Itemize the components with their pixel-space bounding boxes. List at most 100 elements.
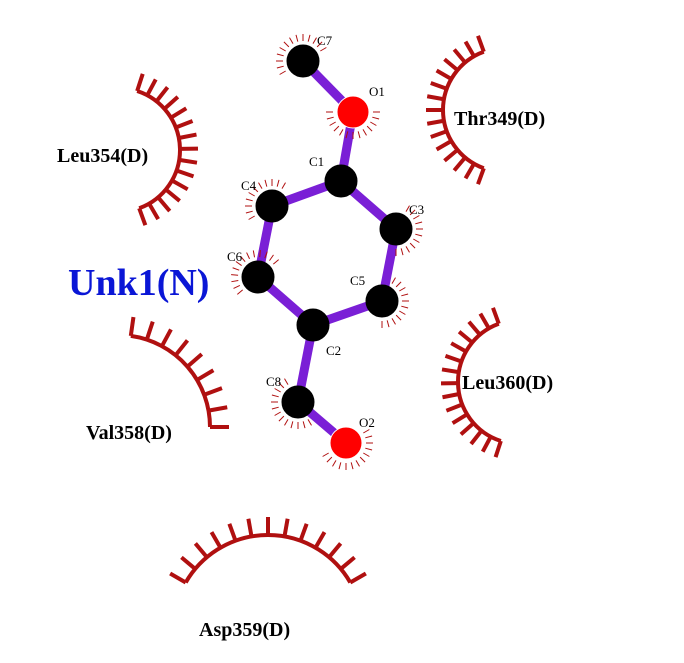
hydrophobic-arc — [130, 333, 212, 428]
atom-o1 — [336, 95, 370, 129]
hydrophobic-spoke — [442, 392, 460, 400]
atom-c7 — [286, 44, 320, 78]
contact-hash-line — [289, 37, 294, 44]
hydrophobic-spoke — [463, 40, 476, 58]
atom-label-o2: O2 — [359, 415, 375, 430]
atom-c6 — [241, 260, 275, 294]
hydrophobic-spoke — [478, 312, 491, 330]
hydrophobic-spoke — [178, 132, 197, 140]
hydrophobic-spoke — [145, 78, 158, 97]
atom-contact-hashes — [231, 34, 423, 470]
contact-hash-line — [290, 421, 294, 429]
contact-hash-line — [405, 246, 410, 253]
contact-hash-line — [415, 221, 423, 225]
atom-c1 — [324, 164, 358, 198]
hydrophobic-spoke — [469, 429, 484, 446]
atom-label-c3: C3 — [409, 202, 424, 217]
hydrophobic-spoke — [227, 523, 238, 542]
contact-hash-line — [359, 456, 366, 463]
contact-hash-line — [279, 47, 286, 52]
residue-contact-5 — [169, 517, 367, 585]
hydrophobic-spoke — [144, 320, 155, 341]
hydrophobic-spoke — [435, 68, 453, 81]
contact-hash-line — [302, 421, 306, 429]
atom-label-c8: C8 — [266, 374, 281, 389]
hydrophobic-arc — [136, 89, 182, 211]
contact-hash-line — [345, 131, 349, 139]
contact-hash-c5 — [381, 277, 409, 328]
hydrophobic-spoke — [208, 405, 228, 413]
hydrophobic-spoke — [450, 341, 467, 354]
hydrophobic-spoke — [463, 162, 476, 180]
atom-c3 — [379, 212, 413, 246]
hydrophobic-spoke — [327, 542, 343, 559]
hydrophobic-spoke — [282, 518, 290, 537]
hydrophobic-spoke — [175, 119, 194, 130]
hydrophobic-spoke — [156, 196, 172, 213]
hydrophobic-spoke — [457, 330, 474, 345]
contact-hash-line — [399, 310, 406, 315]
contact-hash-line — [259, 250, 261, 258]
contact-hash-line — [276, 65, 284, 69]
contact-hash-o1 — [326, 111, 380, 139]
contact-hash-line — [307, 419, 312, 426]
contact-hash-line — [400, 248, 404, 256]
contact-hash-line — [274, 388, 281, 393]
contact-hash-line — [338, 462, 342, 470]
contact-hash-line — [395, 314, 402, 321]
contact-hash-line — [231, 274, 239, 276]
contact-hash-line — [236, 289, 244, 295]
hydrophobic-spoke — [426, 94, 445, 102]
hydrophobic-spoke — [196, 368, 215, 382]
contact-hash-c4 — [245, 179, 286, 220]
contact-hash-line — [274, 411, 281, 416]
ligand-atoms — [241, 44, 413, 460]
atom-label-c6: C6 — [227, 249, 243, 264]
hydrophobic-spoke — [444, 354, 463, 364]
hydrophobic-spoke — [430, 129, 448, 139]
hydrophobic-spoke — [349, 571, 367, 585]
contact-hash-line — [333, 125, 340, 132]
contact-hash-line — [399, 287, 406, 292]
atom-c4 — [255, 189, 289, 223]
hydrophobic-spoke — [175, 168, 195, 179]
atom-label-c7: C7 — [317, 33, 333, 48]
contact-hash-line — [276, 53, 284, 57]
hydrophobic-spoke — [209, 531, 223, 549]
contact-hash-line — [391, 277, 396, 284]
contact-hash-line — [295, 34, 299, 42]
hydrophobic-spoke — [339, 555, 356, 571]
contact-hash-line — [322, 452, 329, 457]
residue-label: Leu354(D) — [57, 145, 148, 167]
hydrophobic-spoke — [430, 81, 448, 91]
atom-o2 — [329, 426, 363, 460]
hydrophobic-spoke — [186, 352, 204, 369]
residue-label: Asp359(D) — [199, 619, 290, 641]
contact-hash-line — [284, 419, 289, 426]
contact-hash-line — [264, 179, 268, 187]
contact-hash-line — [245, 210, 253, 214]
atom-label-o1: O1 — [369, 84, 385, 99]
hydrophobic-spoke — [480, 435, 493, 453]
hydrophobic-spoke — [459, 421, 475, 436]
contact-hash-o2 — [322, 429, 373, 470]
contact-hash-line — [281, 182, 286, 189]
hydrophobic-spoke — [147, 202, 160, 221]
contact-hash-line — [363, 452, 370, 457]
contact-hash-c3 — [395, 205, 423, 256]
residue-contact-1 — [426, 35, 486, 185]
contact-hash-line — [326, 456, 333, 463]
contact-hash-line — [316, 41, 323, 48]
contact-hash-line — [362, 129, 367, 136]
hydrophobic-spoke — [452, 156, 467, 172]
hydrophobic-spoke — [426, 118, 445, 126]
contact-hash-line — [248, 192, 255, 197]
hydrophobic-spoke — [169, 106, 188, 120]
hydrophobic-arc — [183, 533, 353, 584]
hydrophobic-spoke — [174, 339, 190, 357]
hydrophobic-spoke — [476, 167, 486, 185]
contact-hash-line — [365, 435, 373, 439]
contact-hash-line — [409, 242, 416, 249]
contact-hash-line — [271, 394, 279, 398]
